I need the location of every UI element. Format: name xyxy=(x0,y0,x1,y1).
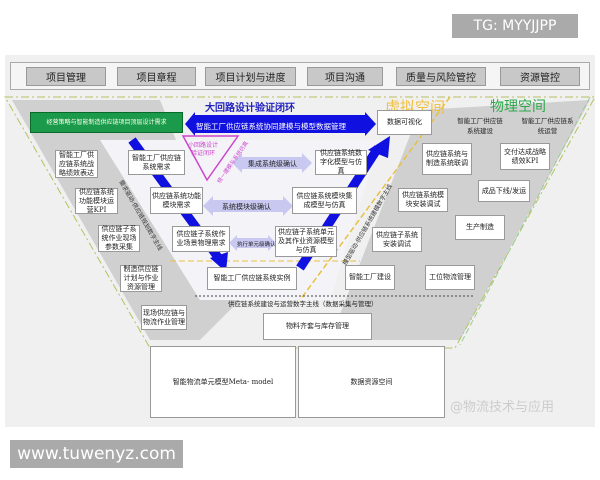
build-box: 供应链子系统安装调试 xyxy=(372,227,422,252)
header-resource: 资源管控 xyxy=(500,67,580,86)
left-card: 供应链系统功能模块运营KPI xyxy=(75,188,118,214)
confirm-label: 执行单元级确认 xyxy=(237,242,276,248)
left-card: 智能工厂供应链系统战略绩效表达 xyxy=(55,150,98,178)
bottom-thread-label: 供应链系统建设与运营数字主线（数据采集与管理） xyxy=(228,300,378,308)
phys-head: 智能工厂供应链系统建设 xyxy=(457,117,503,135)
requirement-box: 供应链子系统作业场景物理需求 xyxy=(172,226,230,252)
model-box: 供应链系统数字化模型与仿真 xyxy=(315,149,367,175)
data-visualization-box: 数据可视化 xyxy=(377,110,432,135)
ops-box: 成品下线/发运 xyxy=(478,180,530,202)
header-communication: 项目沟通 xyxy=(307,67,383,86)
header-quality-risk: 质量与风险管控 xyxy=(396,67,486,86)
site-badge: www.tuwenyz.com xyxy=(10,440,183,468)
left-card: 制造供应链计划与作业资源管理 xyxy=(120,265,162,292)
phys-head: 智能工厂供应链系统运营 xyxy=(521,117,574,135)
build-box: 供应链系统模块安装调试 xyxy=(398,188,448,212)
top-requirement-box: 经营策略与智能制造供应链项目顶层设计需求 xyxy=(30,112,183,133)
confirm-label: 集成系统级确认 xyxy=(248,160,297,168)
header-project-mgmt: 项目管理 xyxy=(26,67,106,86)
model-box: 供应链子系统单元及其作业资源模型与仿真 xyxy=(275,226,337,257)
material-box: 物料齐套与库存管理 xyxy=(263,313,372,340)
header-charter: 项目章程 xyxy=(117,67,196,86)
ops-box: 工位物流管理 xyxy=(425,265,475,290)
requirement-box: 智能工厂供应链系统需求 xyxy=(128,150,185,175)
meta-model-box: 智能物流单元模型Meta- model xyxy=(150,346,296,418)
physical-divider xyxy=(459,96,591,346)
ops-box: 生产制造 xyxy=(455,215,505,240)
data-space-box: 数据资源空间 xyxy=(298,346,445,418)
project-header-bar xyxy=(10,62,590,90)
left-card: 现场供应链与物流作业管理 xyxy=(141,305,187,330)
right-blue-arrowhead xyxy=(368,136,390,158)
confirm-arrow-2 xyxy=(203,196,293,216)
big-loop-title: 大回路设计验证闭环 xyxy=(205,103,295,114)
model-box: 供应链系统模块集成模型与仿真 xyxy=(292,187,357,214)
build-box: 供应链系统与制造系统联调 xyxy=(422,143,472,175)
small-loop-triangle xyxy=(181,135,240,182)
left-card: 供应链子系统作业现场参数采集 xyxy=(98,225,140,252)
collab-double-arrow xyxy=(185,112,376,136)
watermark: @物流技术与应用 xyxy=(450,400,555,415)
system-instance-box: 智能工厂供应链系统实例 xyxy=(207,267,297,290)
tg-badge: TG: MYYJJPP xyxy=(452,14,578,38)
build-box: 智能工厂建设 xyxy=(345,265,395,290)
ops-box: 交付达成战略绩效KPI xyxy=(500,143,550,170)
collab-label: 智能工厂供应链系统协同建模与模型数据管理 xyxy=(196,122,346,131)
requirement-box: 供应链系统功能模块需求 xyxy=(150,187,203,214)
small-loop-label: 小回路设计验证闭环 xyxy=(187,142,218,157)
confirm-label: 系统模块级确认 xyxy=(222,203,271,211)
confirm-arrow-1 xyxy=(232,153,312,173)
virtual-divider xyxy=(299,96,451,301)
confirm-arrow-3 xyxy=(229,235,276,251)
physical-space-label: 物理空间 xyxy=(490,99,546,115)
header-plan: 项目计划与进度 xyxy=(205,67,296,86)
